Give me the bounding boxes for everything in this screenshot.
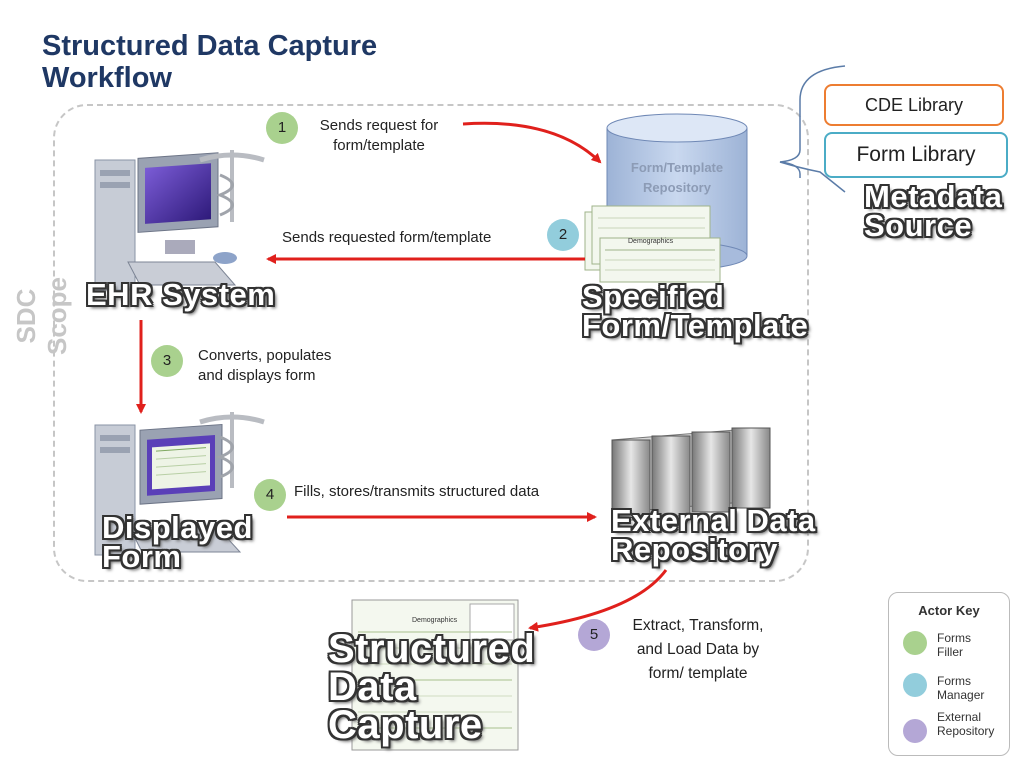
step-2-text: Sends requested form/template [282, 229, 492, 246]
sdc-label-line-1: Structured [328, 627, 536, 671]
repository-label: Form/Template Repository [610, 158, 744, 198]
ehr-computer-icon [94, 150, 265, 291]
step-1-line-1: Sends request for [319, 117, 439, 134]
displayed-form-line-2: Form [102, 539, 182, 575]
actor-key-title: Actor Key [918, 603, 980, 618]
step-5-line-1: Extract, Transform, [632, 617, 764, 634]
step-5-line-2: and Load Data by [636, 641, 760, 658]
metadata-source-line-1: Metadata [864, 179, 1003, 214]
repository-label-line-1: Form/Template [630, 160, 724, 175]
step-5-line-3: form/ template [648, 665, 748, 682]
specified-form-label: Specified Form/Template [582, 279, 809, 344]
displayed-form-line-1: Displayed [102, 510, 253, 545]
external-repository-swatch [903, 719, 927, 743]
step-1-badge: 1 [266, 112, 298, 144]
forms-manager-label: Forms Manager [937, 674, 984, 702]
forms-filler-swatch [903, 631, 927, 655]
external-repo-line-2: Repository [611, 532, 778, 568]
forms-manager-line-1: Forms [937, 674, 971, 688]
step-4-badge: 4 [254, 479, 286, 511]
sdc-form-heading: Demographics [412, 617, 458, 624]
sdc-label: Structured Data Capture [328, 627, 536, 747]
forms-manager-line-2: Manager [937, 688, 985, 702]
metadata-source-line-2: Source [864, 208, 973, 244]
form-library-label: Form Library [856, 143, 976, 166]
specified-form-line-2: Form/Template [582, 308, 809, 344]
external-repo-label: External Data Repository [611, 503, 816, 568]
displayed-form-label: Displayed Form [102, 510, 253, 575]
sdc-label-line-2: Data [328, 665, 417, 709]
step-5-text: Extract, Transform, and Load Data by for… [616, 614, 780, 686]
sdc-scope-region [53, 104, 809, 582]
form-thumb-heading: Demographics [628, 238, 674, 245]
arrow-step-5 [528, 569, 668, 632]
forms-filler-label: Forms Filler [937, 631, 971, 659]
step-4-text: Fills, stores/transmits structured data [294, 483, 540, 500]
external-repo-line-1: External Data [611, 503, 816, 538]
specified-form-thumbnails [584, 205, 721, 283]
form-library-box: Form Library [824, 132, 1008, 178]
external-repository-key-label: External Repository [937, 710, 994, 738]
step-3-line-2: and displays form [198, 367, 316, 384]
step-1-text: Sends request for form/template [300, 116, 458, 156]
displayed-form-computer-icon [94, 412, 265, 556]
repository-label-line-2: Repository [643, 180, 711, 195]
specified-form-line-1: Specified [582, 279, 725, 314]
forms-filler-line-1: Forms [937, 631, 971, 645]
sdc-label-line-3: Capture [328, 703, 483, 747]
step-5-badge: 5 [578, 619, 610, 651]
ehr-system-label: EHR System [86, 277, 276, 312]
metadata-source-label: Metadata Source [864, 179, 1003, 244]
forms-manager-swatch [903, 673, 927, 697]
external-repository-servers [611, 427, 771, 521]
title-line-1: Structured Data Capture [42, 30, 378, 62]
external-repository-line-2: Repository [937, 724, 995, 738]
cde-library-box: CDE Library [824, 84, 1004, 126]
step-3-text: Converts, populates and displays form [198, 346, 331, 386]
metadata-brace [779, 65, 846, 193]
forms-filler-line-2: Filler [937, 645, 963, 659]
actor-key: Actor Key Forms Filler Forms Manager Ext… [888, 592, 1010, 756]
step-2-badge: 2 [547, 219, 579, 251]
title-line-2: Workflow [42, 62, 172, 94]
step-3-badge: 3 [151, 345, 183, 377]
page-title: Structured Data Capture Workflow [42, 30, 377, 94]
step-3-line-1: Converts, populates [198, 347, 332, 364]
external-repository-line-1: External [937, 710, 982, 724]
step-1-line-2: form/template [333, 137, 425, 154]
sdc-form-image [351, 599, 519, 751]
cde-library-label: CDE Library [864, 95, 964, 115]
arrow-step-1 [462, 121, 602, 164]
